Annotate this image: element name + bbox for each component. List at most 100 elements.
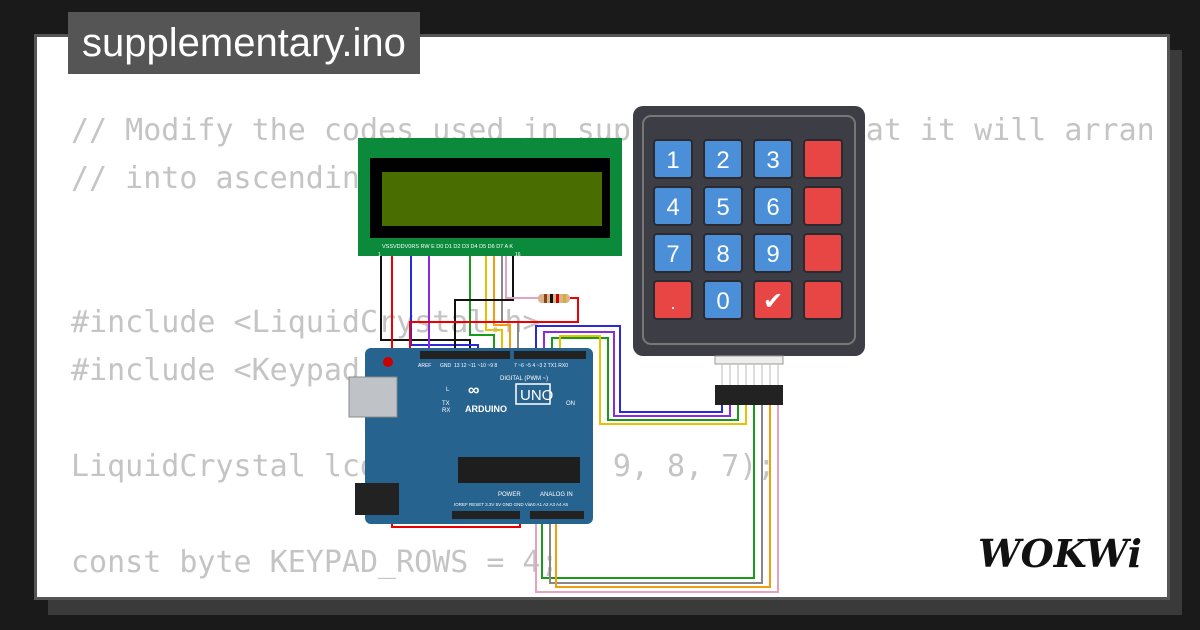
keypad-key-label: .: [670, 293, 675, 313]
keypad-key[interactable]: [803, 233, 843, 273]
led-l-label: L: [446, 387, 450, 393]
keypad-key-label: 5: [716, 194, 729, 221]
keypad-key[interactable]: ✔: [753, 280, 793, 320]
wire-yellow: [485, 255, 503, 357]
keypad-key[interactable]: 3: [753, 139, 793, 179]
code-line: const byte KEYPAD_COLS = 4;: [71, 587, 1155, 597]
wokwi-logo: WOKWi: [978, 531, 1142, 576]
lcd-pin-last: 16: [515, 252, 521, 258]
digital-label: DIGITAL (PWM ~): [500, 376, 548, 382]
keypad-key[interactable]: 1: [653, 139, 693, 179]
reset-button: [383, 357, 393, 367]
keypad-key[interactable]: .: [653, 280, 693, 320]
keypad-key-label: 1: [666, 147, 679, 174]
gnd-label: GND: [440, 363, 452, 369]
keypad-key[interactable]: 8: [703, 233, 743, 273]
wire-black-k: [454, 255, 514, 357]
keypad-key-cap: [753, 139, 793, 179]
keypad-key-cap: [803, 280, 843, 320]
keypad-header: [715, 385, 783, 405]
usb-port: [348, 376, 398, 418]
wire-pink-a: [535, 390, 779, 593]
keypad-ribbon-lines: [721, 364, 779, 385]
keypad-4x4[interactable]: 1 2 3 4 5 6 7 8 9. 0 ✔: [633, 106, 865, 405]
keypad-key-cap: [653, 186, 693, 226]
keypad-key-label: 4: [666, 194, 679, 221]
keypad-key-label: 8: [716, 241, 729, 268]
keypad-key-label: 6: [766, 194, 779, 221]
resistor-band: [544, 294, 547, 303]
header-analog: [530, 511, 584, 519]
keypad-key[interactable]: 7: [653, 233, 693, 273]
wire-orange-a: [555, 390, 771, 588]
arduino-brand: ARDUINO: [465, 404, 507, 414]
keypad-key-label: 3: [766, 147, 779, 174]
header-top-right: [514, 351, 586, 359]
keypad-key-cap: [753, 233, 793, 273]
resistor[interactable]: [538, 294, 570, 303]
wire-green-a: [541, 390, 755, 579]
uno-label: UNO: [520, 387, 553, 404]
keypad-border: [642, 115, 856, 345]
led-tx-label: TX: [442, 401, 450, 407]
keypad-key[interactable]: 4: [653, 186, 693, 226]
atmega-chip: [458, 457, 580, 483]
wire-red-res: [409, 297, 579, 357]
keypad-key[interactable]: 2: [703, 139, 743, 179]
top-pins-left: 13 12 ~11 ~10 ~9 8: [454, 363, 497, 369]
code-line: const byte KEYPAD_ROWS = 4;: [71, 545, 559, 580]
power-pins: IOREF RESET 3.3V 5V GND GND Vin: [454, 502, 532, 507]
resistor-band: [550, 294, 553, 303]
wire-pink: [505, 255, 540, 299]
wire-black: [380, 255, 471, 357]
keypad-key-cap: [753, 186, 793, 226]
wire-green: [469, 255, 495, 357]
arduino-uno[interactable]: AREF GND 13 12 ~11 ~10 ~9 8 7 ~6 ~5 4 ~3…: [348, 348, 593, 524]
keypad-key-cap: [803, 233, 843, 273]
keypad-key-cap: [703, 233, 743, 273]
keypad-key-cap: [653, 139, 693, 179]
keypad-key[interactable]: [803, 186, 843, 226]
resistor-band: [563, 294, 566, 303]
keypad-key-label: 7: [666, 241, 679, 268]
keypad-key[interactable]: [803, 139, 843, 179]
wire-blue-k: [535, 325, 723, 413]
keypad-key-cap: [653, 280, 693, 320]
lcd-pin-labels: VSSVDDV0RS RW E D0 D1 D2 D3 D4 D5 D6 D7 …: [382, 244, 513, 250]
wire-gray-a: [549, 390, 763, 584]
wire-purple-k: [543, 331, 731, 417]
keypad-key-label: ✔: [763, 288, 783, 315]
aref-label: AREF: [418, 363, 431, 369]
top-pins-right: 7 ~6 ~5 4 ~3 2 TX1 RX0: [514, 363, 568, 369]
keypad-keys: 1 2 3 4 5 6 7 8 9. 0 ✔: [653, 139, 843, 320]
keypad-key[interactable]: 6: [753, 186, 793, 226]
uno-badge: [515, 383, 551, 405]
keypad-key-label: 9: [766, 241, 779, 268]
power-jack: [355, 483, 399, 515]
filename-badge: supplementary.ino: [68, 12, 420, 74]
keypad-key[interactable]: 5: [703, 186, 743, 226]
power-label: POWER: [498, 492, 521, 498]
lcd-screen: [382, 172, 602, 226]
keypad-key[interactable]: [803, 280, 843, 320]
keypad-key-cap: [703, 186, 743, 226]
wire-yellow-k: [559, 335, 747, 425]
analog-pins: A0 A1 A2 A3 A4 A5: [530, 502, 569, 507]
resistor-band: [556, 294, 559, 303]
lcd-module[interactable]: VSSVDDV0RS RW E D0 D1 D2 D3 D4 D5 D6 D7 …: [358, 138, 622, 258]
led-rx-label: RX: [442, 408, 450, 414]
keypad-ribbon: [714, 355, 784, 365]
keypad-key-cap: [753, 280, 793, 320]
keypad-key-cap: [803, 139, 843, 179]
arduino-infinity-logo: ∞: [468, 382, 479, 399]
wire-blue: [410, 255, 479, 357]
wokwi-logo-text: WOKWi: [978, 531, 1142, 576]
header-power: [452, 511, 520, 519]
keypad-key-cap: [803, 186, 843, 226]
keypad-key-cap: [703, 139, 743, 179]
keypad-key[interactable]: 0: [703, 280, 743, 320]
lcd-pin-first: 1: [378, 252, 381, 258]
keypad-key[interactable]: 9: [753, 233, 793, 273]
keypad-key-label: 2: [716, 147, 729, 174]
